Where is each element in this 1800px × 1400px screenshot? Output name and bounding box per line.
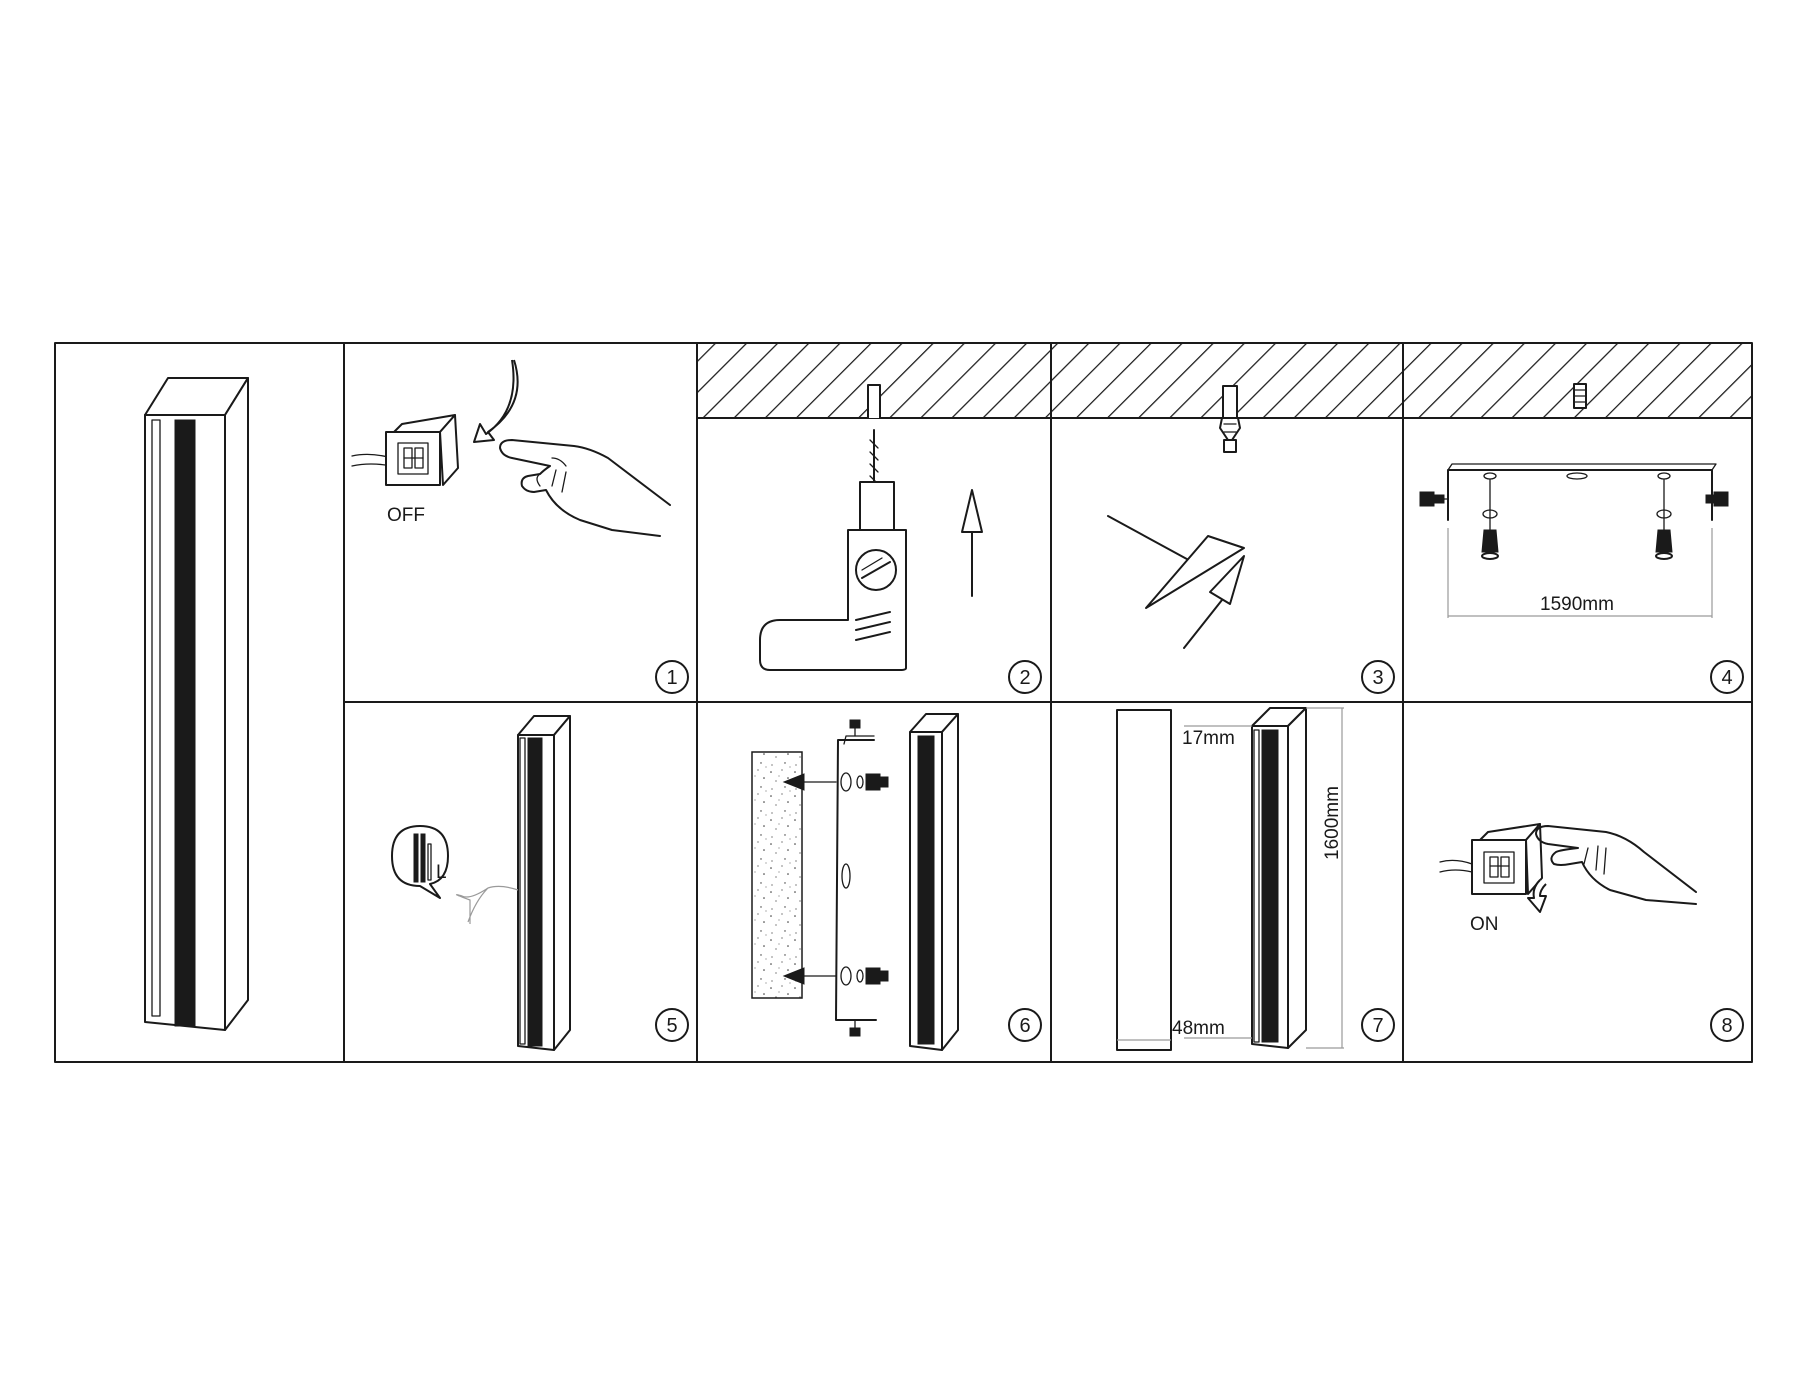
fixture-side-view xyxy=(1116,709,1172,1051)
wall-plug-icon xyxy=(1219,385,1241,453)
dim-width: 48mm xyxy=(1172,1018,1225,1039)
drill-icon xyxy=(759,429,907,671)
dim-length: 1600mm xyxy=(1322,786,1343,860)
hand-icon xyxy=(499,439,671,537)
wall-plug-icon xyxy=(1481,479,1673,560)
grid-frame xyxy=(54,342,1753,1063)
connector-bubble-icon: L xyxy=(391,825,449,899)
mounting-bracket-icon xyxy=(835,735,877,1021)
screw-icon xyxy=(1419,491,1729,507)
step-8-number: 8 xyxy=(1721,1015,1732,1037)
product-fixture-icon xyxy=(1251,707,1307,1049)
step-6-panel: 6 xyxy=(751,713,1042,1051)
hand-icon xyxy=(1535,825,1697,905)
bracket-dimension: 1590mm xyxy=(1540,594,1614,615)
wall-switch-icon xyxy=(1439,823,1543,895)
step-3-panel: 3 xyxy=(1107,385,1395,694)
arrow-up-icon xyxy=(961,489,983,597)
dimension-line xyxy=(1184,707,1344,1049)
step-3-number: 3 xyxy=(1372,667,1383,689)
mounting-bracket-icon xyxy=(1447,463,1717,521)
step-4-number: 4 xyxy=(1721,667,1732,689)
drill-hole xyxy=(867,384,881,418)
screw-icon xyxy=(782,719,889,1037)
ceiling-anchor-icon xyxy=(1573,383,1587,409)
dim-top: 17mm xyxy=(1182,728,1235,749)
step-8-label: ON xyxy=(1470,914,1499,935)
step-2-panel: 2 xyxy=(759,384,1042,694)
wire-label: L xyxy=(436,862,447,883)
step-7-number: 7 xyxy=(1372,1015,1383,1037)
product-fixture-icon xyxy=(144,377,249,1031)
product-fixture-icon xyxy=(517,715,571,1051)
step-4-panel: 1590mm 4 xyxy=(1419,383,1744,694)
step-8-panel: ON 8 xyxy=(1439,823,1744,1042)
arrow-diag-icon xyxy=(1183,555,1245,649)
wire xyxy=(455,885,519,924)
wall-switch-icon xyxy=(351,414,459,486)
product-fixture-icon xyxy=(909,713,959,1051)
dimension-line xyxy=(1447,528,1713,618)
step-5-number: 5 xyxy=(666,1015,677,1037)
curved-arrow-icon xyxy=(473,359,519,443)
hammer-icon xyxy=(1107,515,1245,609)
step-7-panel: 17mm 48mm 1600mm 7 xyxy=(1116,707,1395,1051)
step-2-number: 2 xyxy=(1019,667,1030,689)
wall-slab-icon xyxy=(751,751,803,999)
step-1-label: OFF xyxy=(387,505,425,526)
step-1-panel: OFF 1 xyxy=(351,359,689,694)
curved-arrow-icon xyxy=(1527,879,1547,913)
step-6-number: 6 xyxy=(1019,1015,1030,1037)
step-1-number: 1 xyxy=(666,667,677,689)
step-5-panel: L 5 xyxy=(391,715,689,1051)
